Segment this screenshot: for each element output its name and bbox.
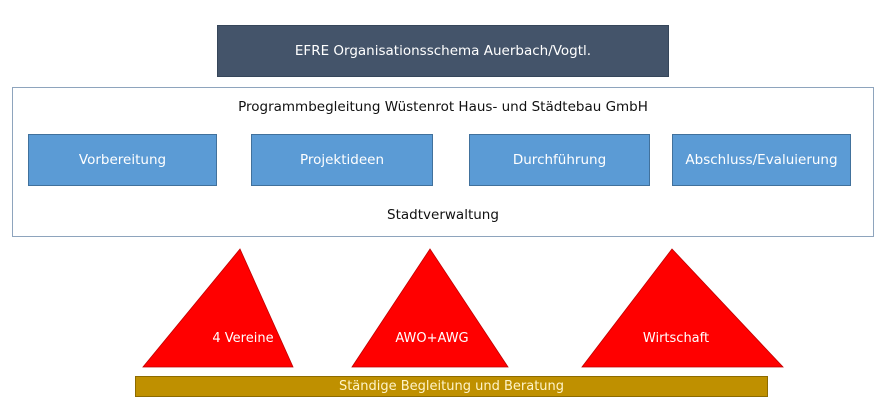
support-bar: Ständige Begleitung und Beratung: [135, 376, 768, 397]
partner-label-wirtschaft: Wirtschaft: [642, 331, 710, 346]
diagram-title-box: EFRE Organisationsschema Auerbach/Vogtl.: [217, 25, 669, 77]
triangle-vereine: [142, 248, 294, 368]
diagram-title: EFRE Organisationsschema Auerbach/Vogtl.: [294, 43, 592, 59]
partner-label-vereine: 4 Vereine: [212, 331, 274, 346]
phase-vorbereitung: Vorbereitung: [28, 134, 217, 186]
triangle-awo-awg: [351, 248, 509, 368]
phase-durchfuehrung: Durchführung: [469, 134, 650, 186]
program-support-label: Programmbegleitung Wüstenrot Haus- und S…: [238, 99, 648, 115]
partner-label-awo-awg: AWO+AWG: [395, 331, 469, 346]
city-admin-label: Stadtverwaltung: [387, 207, 499, 223]
triangle-wirtschaft: [581, 248, 784, 368]
phase-abschluss: Abschluss/Evaluierung: [672, 134, 851, 186]
phase-projektideen: Projektideen: [251, 134, 433, 186]
